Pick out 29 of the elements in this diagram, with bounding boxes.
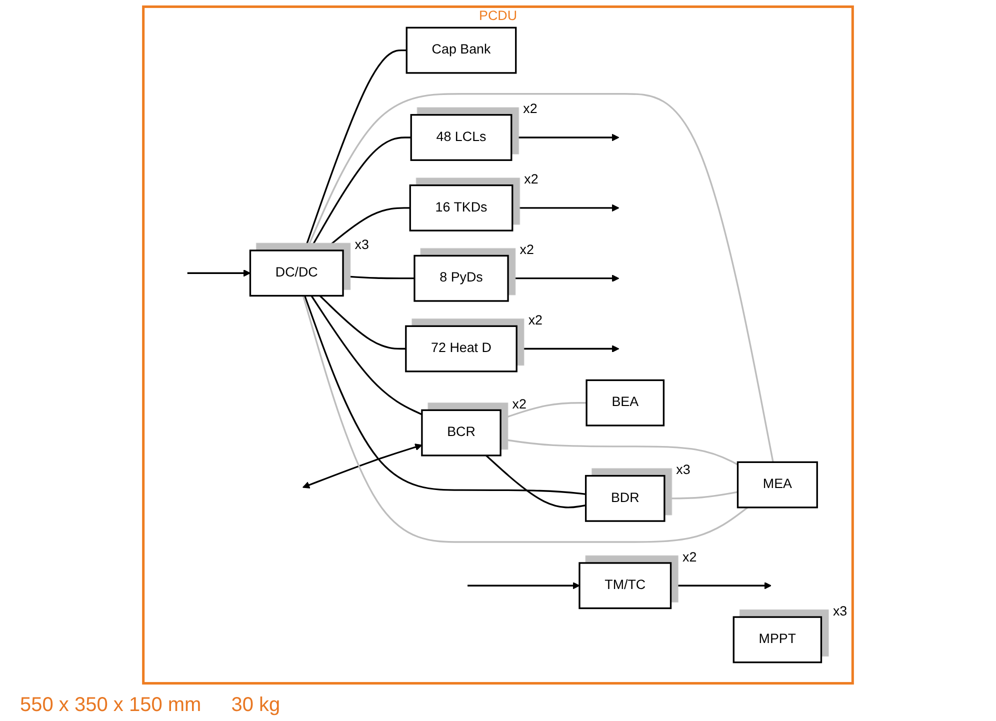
multiplicity-label: x3 [354,236,369,252]
connector-line [187,269,251,277]
connector-line [323,207,410,252]
connector-line [512,204,620,212]
multiplicity-label: x2 [682,549,697,564]
multiplicity-label: x2 [528,312,543,328]
connector-line [342,275,414,280]
multiplicity-label: x2 [524,172,538,187]
node-box: MEA [736,461,818,508]
note-text: 30 kg [231,694,280,717]
node-box: 48 LCLs [410,114,512,161]
node-box: 16 TKDs [409,184,514,232]
node-box: DC/DC [249,250,344,297]
connector-line [308,136,412,251]
node-box: MPPT [732,616,822,664]
multiplicity-label: x2 [512,396,526,412]
connector-line [508,274,620,282]
node-box: 8 PyDs [414,254,509,302]
node-box: Cap Bank [406,26,517,74]
note-text: 550 x 350 x 150 mm [20,694,202,717]
connector-line [468,582,580,590]
multiplicity-label: x2 [520,242,534,258]
connector-line [670,582,772,590]
connector-line [511,134,620,142]
multiplicity-label: x3 [676,462,690,478]
node-box: TM/TC [578,562,672,610]
multiplicity-label: x3 [832,603,848,618]
connector-line [304,49,407,251]
multiplicity-label: x2 [523,101,538,116]
